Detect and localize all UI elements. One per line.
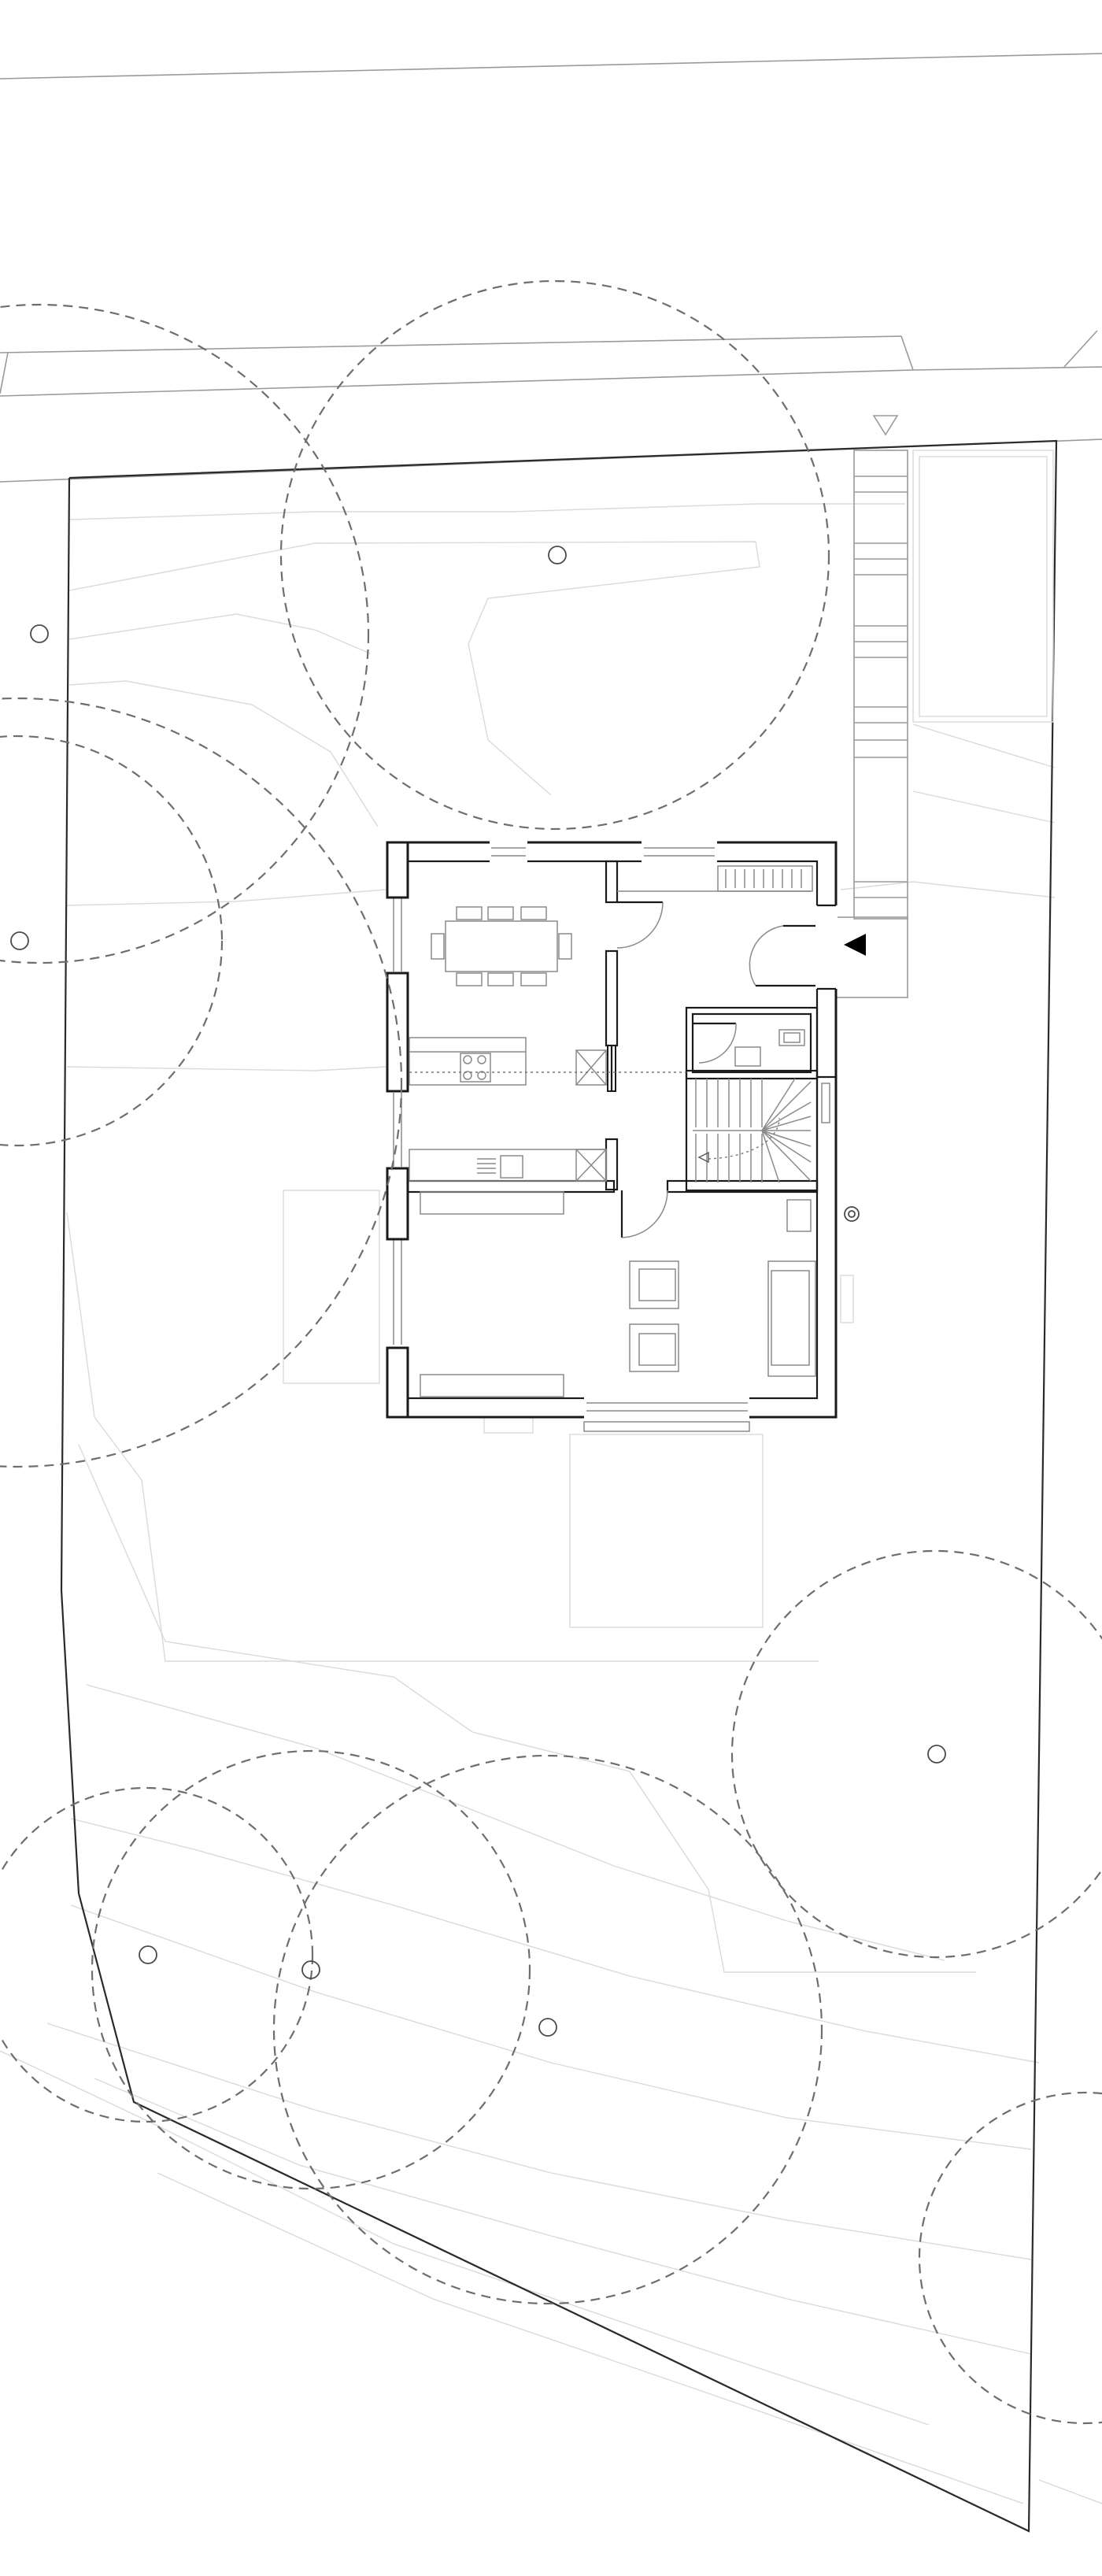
tree-canopies	[0, 279, 1102, 2425]
street-lines	[0, 53, 1102, 483]
entrance-arrow-icon	[844, 934, 866, 956]
property-boundary	[60, 439, 1058, 2533]
wall-outlet-icon	[844, 1206, 860, 1222]
driveway	[816, 450, 908, 998]
terrain-contours	[0, 503, 1102, 2504]
paved-areas	[283, 450, 1054, 1628]
tree-trunks	[10, 546, 946, 2037]
north-marker-icon	[872, 415, 899, 436]
house-ground-floor	[386, 841, 838, 1432]
